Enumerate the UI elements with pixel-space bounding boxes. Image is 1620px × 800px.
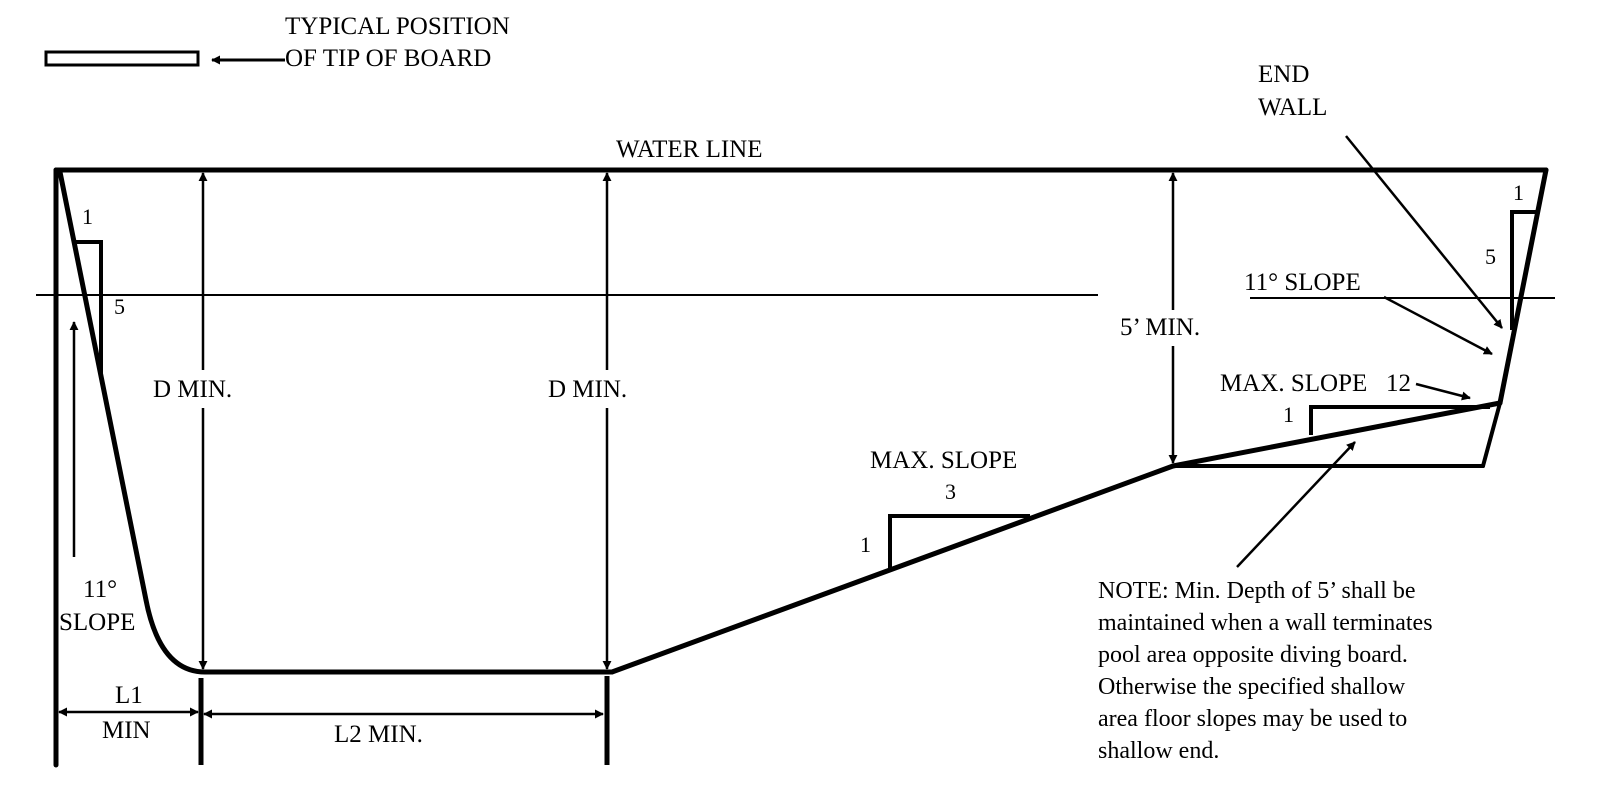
board-label-line1: TYPICAL POSITION — [285, 13, 510, 40]
end-wall-slope-triangle — [1510, 210, 1536, 330]
left-wall-rise: 1 — [82, 204, 93, 229]
mid-slope-run: 3 — [945, 479, 956, 504]
right-slope-pointer — [1415, 382, 1471, 401]
right-slope-rise: 1 — [1283, 402, 1294, 427]
note-pointer — [1236, 441, 1356, 568]
d-min-right-label: D MIN. — [548, 376, 627, 403]
pool-outline — [53, 167, 1549, 768]
end-wall-run: 5 — [1485, 244, 1496, 269]
l2-label: L2 MIN. — [334, 721, 423, 748]
note-block: NOTE: Min. Depth of 5’ shall be maintain… — [1098, 578, 1433, 764]
end-wall — [1497, 167, 1549, 406]
end-wall-pointer — [1345, 135, 1503, 329]
deep-end-wall-curve — [57, 169, 615, 675]
note-line: Otherwise the specified shallow — [1098, 674, 1406, 700]
left-wall-run: 5 — [114, 294, 125, 319]
left-slope-label-line1: 11° — [83, 576, 117, 603]
end-wall-label-line2: WALL — [1258, 94, 1327, 121]
end-wall-label-line1: END — [1258, 61, 1309, 88]
mid-slope-rise: 1 — [860, 532, 871, 557]
note-line: pool area opposite diving board. — [1098, 642, 1408, 668]
right-max-slope-label: MAX. SLOPE — [1220, 370, 1367, 397]
note-line: NOTE: Min. Depth of 5’ shall be — [1098, 578, 1416, 604]
top-slope-label: 11° SLOPE — [1244, 269, 1361, 296]
transition-slope — [609, 463, 1176, 675]
note-line: area floor slopes may be used to — [1098, 706, 1407, 732]
water-line-label: WATER LINE — [616, 136, 763, 163]
d-min-left-label: D MIN. — [153, 376, 232, 403]
diving-board-tip — [44, 50, 200, 67]
right-slope-triangle — [1309, 405, 1490, 435]
l1-label-line1: L1 — [115, 682, 143, 709]
end-wall-rise: 1 — [1513, 180, 1524, 205]
l1-label-line2: MIN — [102, 717, 151, 744]
shallow-break-slope — [1170, 400, 1503, 469]
board-label-line2: OF TIP OF BOARD — [285, 45, 491, 72]
mid-max-slope-label: MAX. SLOPE — [870, 447, 1017, 474]
note-line: maintained when a wall terminates — [1098, 610, 1433, 636]
left-slope-label-line2: SLOPE — [59, 609, 135, 636]
mid-slope-triangle — [888, 514, 1030, 570]
note-line: shallow end. — [1098, 738, 1219, 764]
shallow-floor-ref-end — [1481, 401, 1502, 468]
top-slope-pointer — [1383, 295, 1493, 356]
five-ft-min-label: 5’ MIN. — [1120, 314, 1200, 341]
right-slope-run: 12 — [1386, 370, 1411, 397]
left-wall-slope-triangle — [76, 240, 103, 378]
